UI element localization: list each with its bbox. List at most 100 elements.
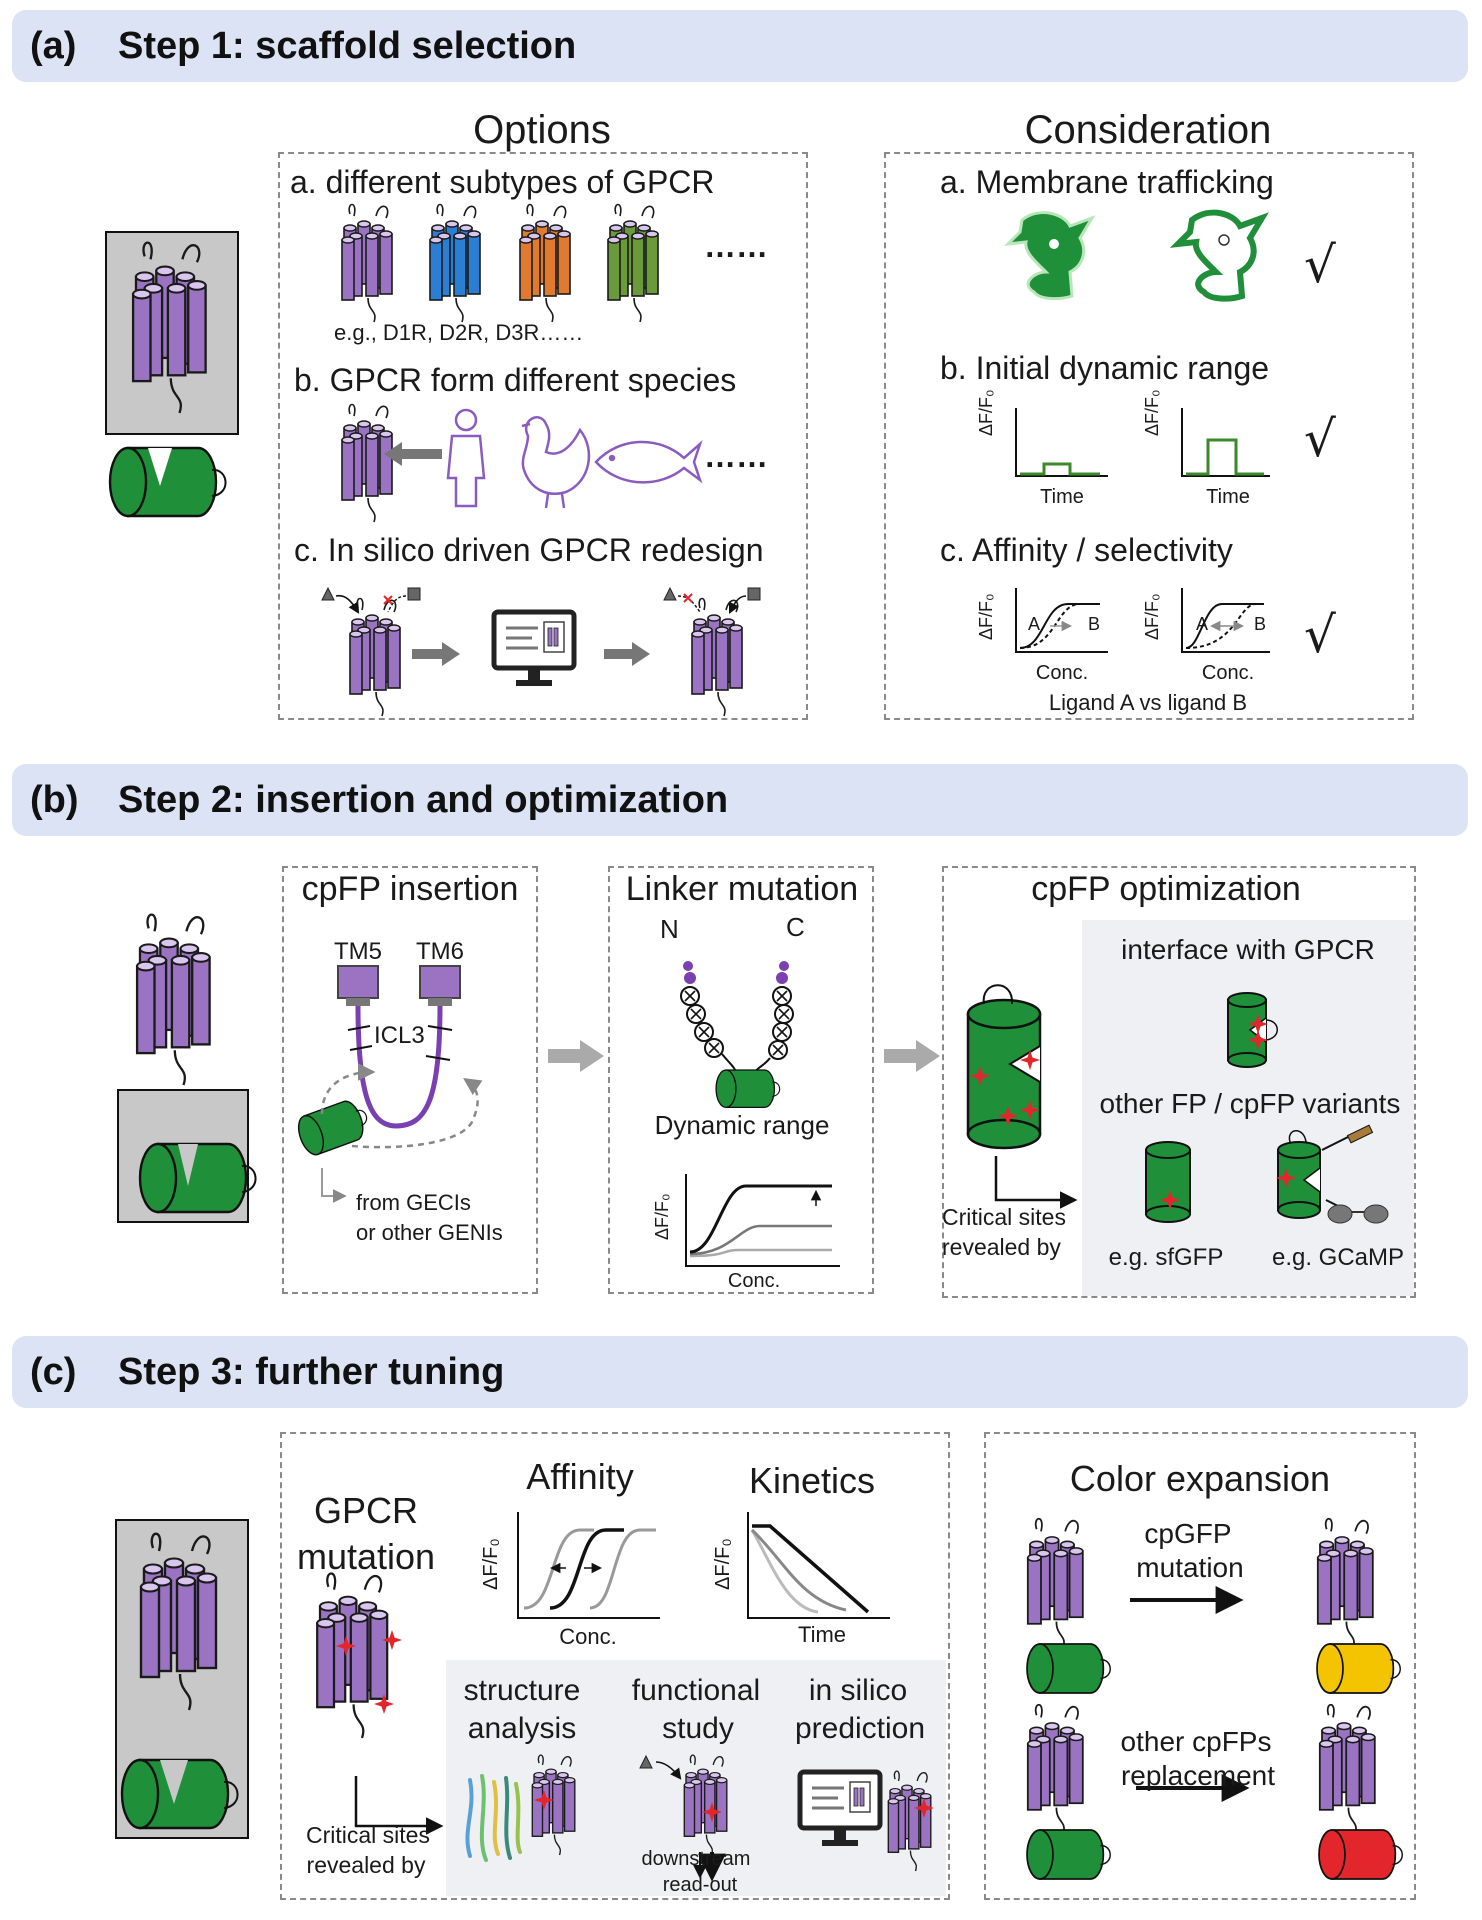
affinity-plot-ylabel: ΔF/F₀ (480, 1538, 502, 1590)
linker-mutation-heading: Linker mutation (625, 870, 859, 908)
plot-b1-xlabel: Time (1040, 486, 1084, 508)
section-b-sensor-icon (117, 915, 257, 1223)
linker-plot-xlabel: Conc. (727, 1270, 781, 1292)
kinetics-plot-ylabel: ΔF/F₀ (712, 1538, 734, 1590)
plot-c1-label-b: B (1088, 614, 1101, 634)
in-silico-line2: prediction (794, 1712, 926, 1745)
icl3-label: ICL3 (374, 1022, 425, 1049)
c-terminus-label: C (786, 912, 805, 942)
functional-study-line1: functional (631, 1674, 761, 1707)
critical-sites-b-line1: Critical sites (942, 1204, 1066, 1230)
cpfp-big-cylinder (966, 984, 1042, 1150)
in-silico-line1: in silico (808, 1674, 908, 1707)
ellipsis-b: …… (704, 438, 768, 474)
protein-structure-icon (465, 1774, 522, 1862)
plot-b2-xlabel: Time (1206, 486, 1250, 508)
section-a-tag: (a) (30, 24, 77, 67)
structure-analysis-line1: structure (463, 1674, 581, 1707)
consideration-box (884, 152, 1414, 720)
critical-sites-c-line2: revealed by (306, 1852, 426, 1878)
section-a-title: Step 1: scaffold selection (118, 24, 577, 67)
consideration-c-label: c. Affinity / selectivity (940, 532, 1233, 568)
n-terminus-label: N (660, 914, 679, 944)
section-a-sensor-icon (105, 231, 239, 518)
cpfp-optimization-shade (1082, 920, 1414, 1296)
plot-c1-xlabel: Conc. (1035, 662, 1089, 684)
sfgfp-label: e.g. sfGFP (1108, 1244, 1224, 1271)
tm-helices (337, 965, 461, 1006)
cpgfp-mutation-line1: cpGFP (1144, 1518, 1232, 1549)
section-b-banner: (b) Step 2: insertion and optimization (12, 764, 1468, 836)
gcamp-label: e.g. GCaMP (1271, 1244, 1405, 1271)
option-a-label: a. different subtypes of GPCR (290, 164, 715, 200)
check-a: √ (1304, 236, 1336, 294)
interface-cylinder (1227, 992, 1278, 1068)
downstream-line2: read-out (662, 1874, 738, 1896)
plot-b1-ylabel: ΔF/F₀ (976, 389, 996, 437)
option-c-label: c. In silico driven GPCR redesign (294, 532, 764, 568)
plot-c2-label-b: B (1254, 614, 1267, 634)
cpfp-insertion-heading: cpFP insertion (301, 870, 519, 908)
gpcr-mutation-line1: GPCR (313, 1490, 419, 1531)
tm6-label: TM6 (416, 938, 464, 965)
check-c: √ (1304, 606, 1336, 664)
option-a-example: e.g., D1R, D2R, D3R…… (334, 320, 584, 345)
plot-c2-ylabel: ΔF/F₀ (1142, 593, 1162, 641)
from-source-line1: from GECIs (356, 1190, 471, 1215)
consideration-b-label: b. Initial dynamic range (940, 350, 1270, 386)
section-a-banner: (a) Step 1: scaffold selection (12, 10, 1468, 82)
kinetics-plot-xlabel: Time (797, 1622, 847, 1647)
options-heading: Options (473, 108, 611, 152)
color-expansion-box (984, 1432, 1416, 1900)
ligand-caption: Ligand A vs ligand B (1048, 690, 1248, 715)
plot-c2-xlabel: Conc. (1201, 662, 1255, 684)
downstream-line1: downstream (641, 1848, 751, 1870)
neuron-icon-membrane (1169, 209, 1269, 302)
section-c-banner: (c) Step 3: further tuning (12, 1336, 1468, 1408)
affinity-heading: Affinity (526, 1456, 634, 1497)
option-b-label: b. GPCR form different species (294, 362, 737, 398)
kinetics-heading: Kinetics (748, 1460, 876, 1501)
gcamp-cylinder (1276, 1124, 1389, 1224)
dynamic-range-label: Dynamic range (654, 1110, 830, 1140)
critical-sites-b-line2: revealed by (942, 1234, 1061, 1260)
fish-icon (594, 440, 703, 484)
section-c-title: Step 3: further tuning (118, 1350, 505, 1393)
affinity-plot-xlabel: Conc. (559, 1624, 617, 1649)
other-cpfps-line2: replacement (1120, 1760, 1276, 1791)
section-c-tag: (c) (30, 1350, 77, 1393)
cpgfp-mutation-line2: mutation (1136, 1552, 1244, 1583)
cpfp-insertion-box (282, 866, 538, 1294)
tm5-label: TM5 (334, 938, 382, 965)
gpcr-mutation-line2: mutation (296, 1536, 436, 1577)
interface-label: interface with GPCR (1121, 934, 1375, 965)
cpfp-optimization-heading: cpFP optimization (1031, 870, 1301, 908)
rooster-icon (521, 416, 591, 509)
ellipsis-a: …… (704, 228, 768, 264)
consideration-a-label: a. Membrane trafficking (940, 164, 1274, 200)
options-box (278, 152, 808, 720)
section-b-tag: (b) (30, 778, 79, 821)
color-expansion-heading: Color expansion (1069, 1458, 1331, 1499)
plot-c1-ylabel: ΔF/F₀ (976, 593, 996, 641)
plot-b2-ylabel: ΔF/F₀ (1142, 389, 1162, 437)
critical-sites-c-line1: Critical sites (306, 1822, 430, 1848)
section-b-title: Step 2: insertion and optimization (118, 778, 729, 821)
linker-chain (680, 961, 794, 1109)
cpfp-optimization-box (942, 866, 1416, 1298)
further-tuning-box (280, 1432, 950, 1900)
other-cpfps-line1: other cpFPs (1120, 1726, 1272, 1757)
consideration-heading: Consideration (1024, 108, 1272, 152)
linker-mutation-box (608, 866, 874, 1294)
functional-study-line2: study (662, 1712, 734, 1745)
check-b: √ (1304, 410, 1336, 468)
neuron-icon-filled (1003, 211, 1096, 301)
gpcr-mutation-icon (317, 1574, 402, 1739)
structure-analysis-line2: analysis (467, 1712, 577, 1745)
human-icon (446, 408, 486, 508)
section-c-sensor-icon (115, 1519, 249, 1839)
sfgfp-cylinder (1145, 1141, 1191, 1223)
plot-c2-label-a: A (1196, 614, 1209, 634)
variants-label: other FP / cpFP variants (1099, 1088, 1401, 1119)
